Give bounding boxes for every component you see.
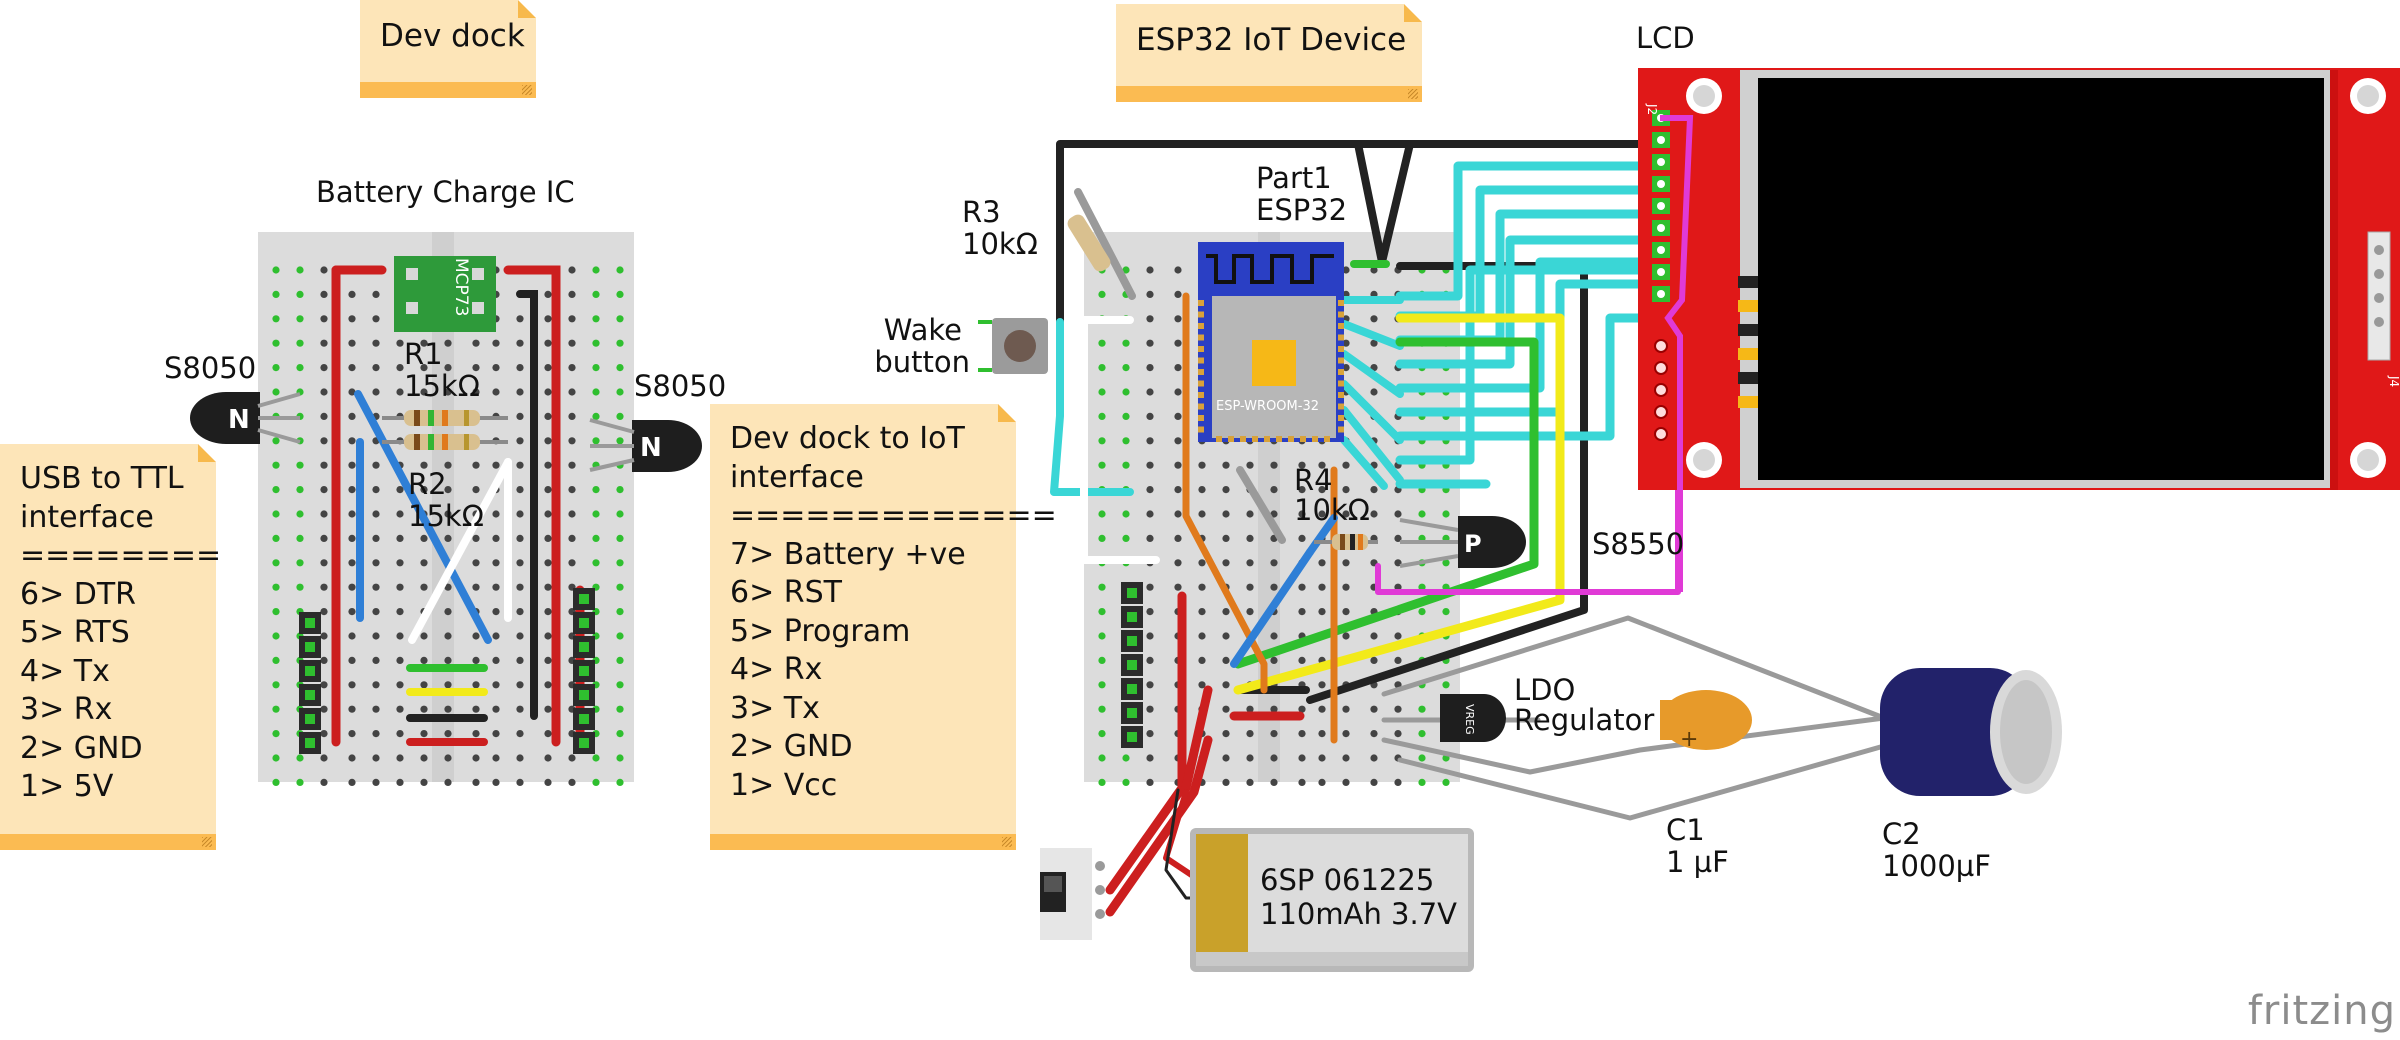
lcd-display[interactable]: J4 J2 [1638,68,2400,490]
note-usb-ttl[interactable]: USB to TTL interface ======== 6> DTR 5> … [0,444,221,850]
dock-iot-pin: 6> RST [730,575,842,610]
note-iot-device-title: ESP32 IoT Device [1136,22,1407,58]
transistor-s8550[interactable]: P [1399,516,1526,568]
r3-name-label: R3 [962,195,1001,229]
svg-text:N: N [640,433,662,463]
power-switch[interactable] [1040,848,1105,940]
c1-name-label: C1 [1666,813,1705,847]
note-dev-dock-title: Dev dock [380,18,525,54]
esp-wires [1050,115,1887,917]
dock-header-pins[interactable] [573,588,595,754]
dock-iot-rule: ============= [730,498,1057,533]
note-usb-ttl-body: USB to TTL interface ======== 6> DTR 5> … [0,444,221,807]
usb-ttl-pin: 4> Tx [20,653,110,689]
esp-header-pins[interactable] [1121,582,1143,748]
c1-value-label: 1 µF [1666,845,1729,879]
battery-label-2: 110mAh 3.7V [1260,897,1457,931]
dock-iot-pin: 2> GND [730,729,853,764]
dock-iot-pin: 3> Tx [730,690,820,726]
capacitor-c2[interactable] [1880,668,2062,796]
svg-text:+: + [1680,727,1698,752]
resistor-r4[interactable] [1314,534,1378,550]
usb-ttl-pin: 3> Rx [20,692,113,727]
r2-name-label: R2 [408,467,447,501]
usb-ttl-title: USB to TTL [20,461,184,496]
lcd-label: LCD [1636,21,1695,55]
dock-iot-pin: 5> Program [730,613,911,649]
wake-button-label-1: Wake [883,313,962,347]
usb-ttl-pin: 2> GND [20,730,143,766]
lcd-j2-text: J2 [1645,103,1659,115]
esp32-module[interactable]: ESP-WROOM-32 [1198,242,1344,442]
c2-name-label: C2 [1882,817,1921,851]
s8550-label: S8550 [1592,527,1685,561]
transistor-s8050-right[interactable]: N [589,418,702,472]
r2-value-label: 15kΩ [408,499,484,533]
charge-chip-text: MCP73 [451,258,471,316]
part1-type-label: ESP32 [1256,193,1348,227]
ldo-label-1: LDO [1514,673,1576,707]
part1-name-label: Part1 [1256,161,1332,195]
capacitor-c1[interactable]: + [1660,690,1752,752]
note-dock-to-iot[interactable]: Dev dock to IoT interface ============= … [710,404,1057,850]
transistor-s8050-left[interactable]: N [190,392,301,444]
s8050-left-label: S8050 [164,351,257,385]
r1-name-label: R1 [404,337,443,371]
magenta-wire-lcd [1660,115,1694,592]
resistor-r1[interactable] [382,410,508,426]
svg-text:N: N [228,405,250,435]
note-dev-dock[interactable]: Dev dock [360,0,536,98]
battery-label-1: 6SP 061225 [1260,863,1435,897]
dock-iot-pin: 4> Rx [730,652,823,687]
usb-ttl-rule: ======== [20,538,222,573]
lipo-battery[interactable] [1190,828,1474,972]
usb-ttl-title2: interface [20,499,154,535]
r4-name-label: R4 [1294,463,1333,497]
dock-iot-title: Dev dock to IoT [730,421,965,456]
fritzing-logo: fritzing [2247,988,2396,1034]
charge-ic-module[interactable]: MCP73 [394,256,496,332]
dock-iot-title2: interface [730,459,864,495]
esp-module-text: ESP-WROOM-32 [1216,399,1319,414]
usb-ttl-pin: 6> DTR [20,576,137,612]
lcd-j4-text: J4 [2387,375,2400,387]
usb-ttl-pin: 5> RTS [20,615,130,650]
vreg-text: VREG [1463,704,1476,735]
resistor-r3[interactable] [1065,212,1113,274]
note-iot-device[interactable]: ESP32 IoT Device [1116,4,1422,102]
svg-text:P: P [1464,530,1482,558]
note-dock-to-iot-body: Dev dock to IoT interface ============= … [710,404,1057,805]
wake-button[interactable] [978,318,1048,374]
battery-charge-ic-label: Battery Charge IC [316,175,575,209]
wake-button-label-2: button [874,345,970,379]
r4-value-label: 10kΩ [1294,493,1370,527]
r1-value-label: 15kΩ [404,369,480,403]
r3-value-label: 10kΩ [962,227,1038,261]
dock-iot-pin: 7> Battery +ve [730,536,966,572]
ttl-header-pins[interactable] [299,612,321,754]
c2-value-label: 1000µF [1882,849,1991,883]
dock-iot-pin: 1> Vcc [730,767,838,803]
s8050-right-label: S8050 [634,369,727,403]
usb-ttl-pin: 1> 5V [20,769,114,804]
ldo-regulator[interactable]: VREG [1440,694,1506,742]
resistor-r2[interactable] [382,434,508,450]
ldo-label-2: Regulator [1514,703,1655,737]
